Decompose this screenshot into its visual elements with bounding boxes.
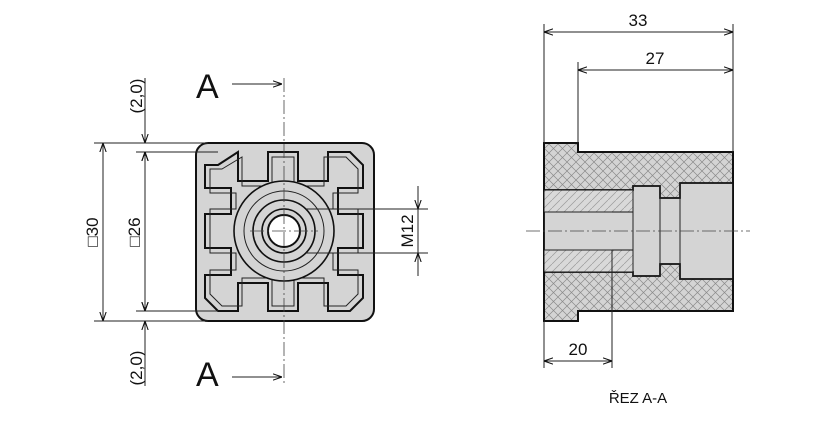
section-view: 33 27 20 ŘEZ A-A bbox=[526, 11, 750, 407]
thread-zone-top bbox=[543, 189, 634, 213]
thread-zone-bottom bbox=[543, 249, 634, 273]
dim-body-length-label: 27 bbox=[646, 49, 665, 68]
dim-top-offset-label: (2,0) bbox=[127, 79, 146, 114]
section-letter-top: A bbox=[196, 68, 219, 106]
dim-depth-label: 20 bbox=[569, 340, 588, 359]
dim-inner-label: □26 bbox=[125, 217, 144, 246]
ribbed-profile-inner-line bbox=[209, 156, 359, 307]
dim-outer-label: □30 bbox=[83, 217, 102, 246]
section-letter-bottom: A bbox=[196, 356, 219, 394]
dim-total-length-label: 33 bbox=[629, 11, 648, 30]
front-view: A A □30 □26 (2,0) (2,0) M12 bbox=[83, 68, 428, 394]
dim-thread-label: M12 bbox=[398, 214, 417, 247]
ribbed-profile bbox=[204, 150, 364, 312]
dim-bottom-offset-label: (2,0) bbox=[127, 351, 146, 386]
section-caption: ŘEZ A-A bbox=[609, 390, 667, 407]
